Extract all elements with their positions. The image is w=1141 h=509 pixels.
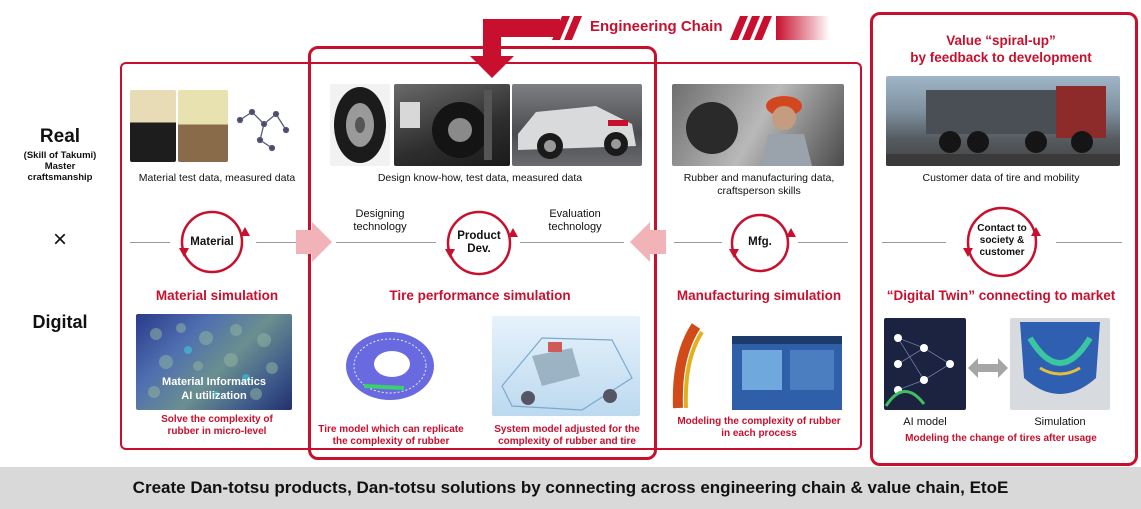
car-photo (512, 84, 642, 166)
value-photo-caption: Customer data of tire and mobility (922, 172, 1080, 184)
material-cycle-icon (179, 210, 250, 274)
test-rig-icon (400, 90, 492, 160)
tire-icon (334, 87, 386, 163)
tire-photo (330, 84, 390, 166)
cross-label: × (52, 226, 67, 253)
value-frame (870, 12, 1138, 466)
ai-model-image (884, 318, 966, 410)
engineering-chain-banner (540, 14, 830, 42)
manufacturing-sim-icon (672, 323, 842, 410)
material-sample-photo-2 (178, 90, 228, 162)
pink-arrow-right-icon (296, 222, 332, 262)
digital-twin-title: “Digital Twin” connecting to market (886, 288, 1116, 303)
molecule-photo (230, 90, 296, 162)
tire-model-icon (346, 332, 434, 400)
product-cycle-label: Product Dev. (457, 230, 501, 255)
double-arrow-icon (968, 358, 1008, 378)
tire-model-caption: Tire model which can replicate the compl… (318, 424, 464, 447)
chain-outer-frame (120, 62, 862, 450)
worker-icon (686, 96, 812, 166)
product-line-left (336, 242, 436, 243)
material-sim-title: Material simulation (155, 288, 279, 303)
material-informatics-image (136, 314, 292, 410)
designing-technology-note: Designing technology (353, 208, 407, 233)
evaluation-technology-note: Evaluation technology (548, 208, 602, 233)
material-photo-caption: Material test data, measured data (138, 172, 296, 184)
manufacturing-sim-image (672, 316, 848, 412)
value-spiral-title: Value “spiral-up” by feedback to develop… (910, 33, 1092, 65)
product-line-right (520, 242, 624, 243)
manufacturing-cycle-icon (729, 213, 796, 273)
material-sample-photo-1 (130, 90, 176, 162)
ai-model-label: AI model (903, 416, 947, 428)
banner-stripes-icon (552, 16, 830, 40)
informatics-overlay-line1: Material Informatics (162, 376, 266, 388)
engineering-chain-title: Engineering Chain (590, 18, 723, 35)
value-line-right (1056, 242, 1122, 243)
mfg-line-right (798, 242, 848, 243)
material-line-left (130, 242, 170, 243)
informatics-overlay-line2: AI utilization (181, 390, 247, 402)
value-bottom-caption: Modeling the change of tires after usage (905, 433, 1097, 444)
real-sublabel: (Skill of Takumi) Master craftsmanship (23, 150, 97, 183)
neural-network-icon (884, 334, 954, 407)
craftsperson-photo (672, 84, 844, 166)
manufacturing-photo-caption: Rubber and manufacturing data, craftsper… (683, 172, 835, 197)
product-photo-caption: Design know-how, test data, measured dat… (377, 172, 583, 184)
truck-icon (886, 86, 1120, 166)
mfg-line-left (674, 242, 722, 243)
value-line-left (882, 242, 946, 243)
system-model-image (492, 316, 640, 416)
product-sim-title: Tire performance simulation (389, 288, 571, 303)
manufacturing-bottom-caption: Modeling the complexity of rubber in eac… (677, 416, 841, 439)
tire-test-rig-photo (394, 84, 510, 166)
material-bottom-caption: Solve the complexity of rubber in micro-… (161, 414, 273, 437)
value-cycle-label: Contact to society & customer (977, 223, 1027, 258)
tire-simulation-icon (1020, 322, 1100, 394)
system-model-caption: System model adjusted for the complexity… (494, 424, 640, 447)
tire-model-image (340, 318, 440, 414)
manufacturing-sim-title: Manufacturing simulation (676, 288, 842, 303)
material-cycle-label: Material (190, 236, 234, 248)
real-label: Real (39, 126, 81, 147)
value-cycle-icon (963, 206, 1041, 278)
molecule-icon (236, 108, 290, 152)
product-cycle-icon (445, 210, 518, 276)
footer-text: Create Dan-totsu products, Dan-totsu sol… (132, 478, 1009, 497)
system-model-icon (501, 337, 633, 411)
car-icon (518, 106, 636, 159)
material-line-right (256, 242, 300, 243)
simulation-label: Simulation (1034, 416, 1086, 428)
simulation-image (1010, 318, 1110, 410)
digital-label: Digital (32, 312, 88, 332)
footer-banner: Create Dan-totsu products, Dan-totsu sol… (0, 467, 1141, 509)
pink-arrow-left-icon (630, 222, 666, 262)
truck-photo (886, 76, 1120, 166)
informatics-texture-icon (148, 323, 278, 400)
manufacturing-cycle-label: Mfg. (748, 236, 772, 248)
